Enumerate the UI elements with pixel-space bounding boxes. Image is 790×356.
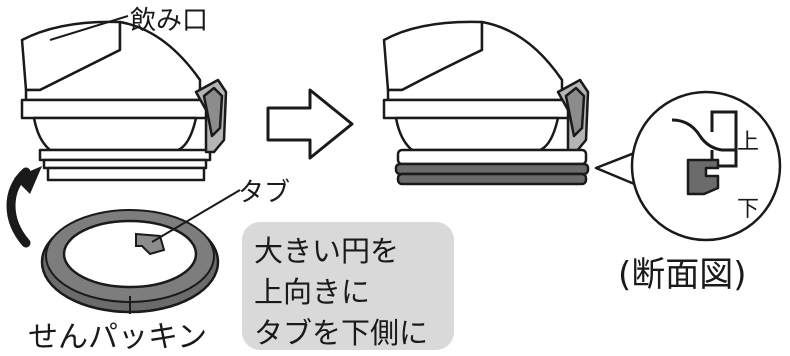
up-label: 上	[737, 130, 760, 155]
tab-leader-line	[151, 189, 241, 243]
mouthpiece-label: 飲み口	[130, 6, 209, 36]
mouthpiece-right	[382, 20, 590, 154]
note-line-3: タブを下側に	[254, 316, 429, 350]
cross-section-callout	[594, 90, 782, 242]
tab-label: タブ	[238, 178, 291, 208]
curved-arrow-icon	[6, 166, 42, 248]
arrow-right-icon	[266, 88, 354, 160]
packing-mounted	[394, 148, 590, 186]
mouthpiece-leader-line	[49, 15, 129, 41]
cross-section-label: (断面図)	[618, 255, 747, 295]
mouthpiece-left	[20, 20, 228, 182]
down-label: 下	[737, 197, 760, 222]
packing-ring	[40, 209, 220, 314]
instruction-note: 大きい円を 上向きに タブを下側に	[242, 222, 454, 350]
packing-label: せんパッキン	[28, 320, 208, 355]
note-line-1: 大きい円を	[254, 234, 400, 268]
note-line-2: 上向きに	[254, 275, 371, 309]
